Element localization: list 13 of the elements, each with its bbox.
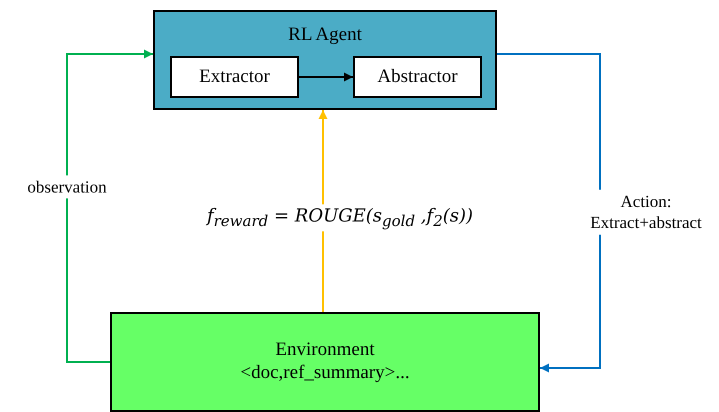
process-box bbox=[110, 312, 540, 412]
edge-label: observation bbox=[25, 175, 109, 199]
box-subtitle: <doc,ref_summary>... bbox=[240, 362, 410, 385]
box-title: Abstractor bbox=[377, 66, 458, 88]
arrow bbox=[66, 50, 153, 363]
arrow bbox=[497, 53, 601, 372]
box-title: Environment bbox=[275, 339, 375, 362]
process-box bbox=[153, 10, 497, 110]
arrow bbox=[299, 72, 353, 82]
process-box bbox=[170, 56, 299, 98]
box-title: Extractor bbox=[199, 66, 270, 88]
process-box bbox=[353, 56, 482, 98]
box-heading: RL Agent bbox=[288, 24, 362, 47]
